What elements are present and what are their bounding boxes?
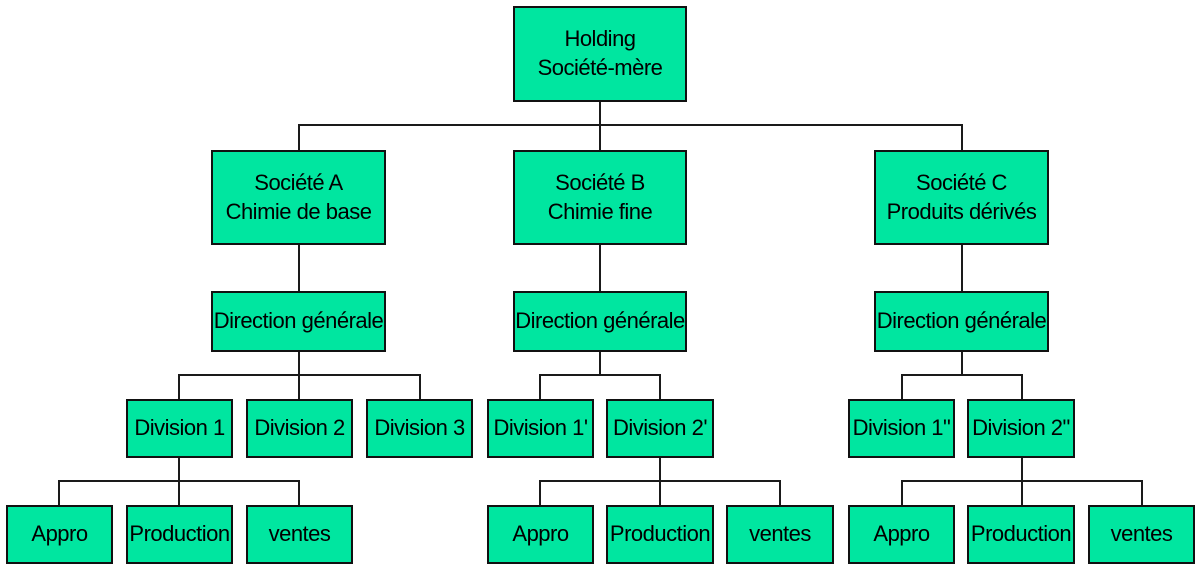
- connector: [58, 480, 60, 506]
- direction-c-box: Direction générale: [874, 291, 1049, 352]
- company-a-subtitle: Chimie de base: [225, 198, 372, 224]
- dept-b-ventes-box: ventes: [726, 505, 834, 564]
- connector: [298, 480, 300, 506]
- division-a2-box: Division 2: [246, 399, 353, 458]
- dept-c-ventes-box: ventes: [1088, 505, 1195, 564]
- dept-c-ventes-label: ventes: [1110, 521, 1173, 547]
- dept-a-appro-box: Appro: [6, 505, 113, 564]
- division-b1-box: Division 1': [487, 399, 594, 458]
- dept-b-production-label: Production: [609, 521, 711, 547]
- company-a-box: Société A Chimie de base: [211, 150, 386, 245]
- company-a-title: Société A: [254, 169, 343, 195]
- dept-a-ventes-box: ventes: [246, 505, 353, 564]
- division-a3-box: Division 3: [366, 399, 473, 458]
- connector: [599, 124, 601, 150]
- connector: [659, 374, 661, 400]
- connector: [419, 374, 421, 400]
- dept-b-production-box: Production: [606, 505, 714, 564]
- division-a3-label: Division 3: [374, 415, 465, 441]
- holding-title: Holding: [564, 26, 636, 52]
- company-b-title: Société B: [555, 169, 645, 195]
- division-c2-label: Division 2": [972, 415, 1070, 441]
- connector: [961, 351, 963, 375]
- connector: [779, 480, 781, 506]
- division-c1-box: Division 1": [848, 399, 955, 458]
- division-b1-label: Division 1': [493, 415, 588, 441]
- dept-b-ventes-label: ventes: [749, 521, 811, 547]
- connector: [901, 374, 903, 400]
- direction-a-label: Direction générale: [213, 308, 384, 334]
- company-b-subtitle: Chimie fine: [547, 198, 653, 224]
- company-c-box: Société C Produits dérivés: [874, 150, 1049, 245]
- connector: [539, 374, 661, 376]
- direction-b-label: Direction générale: [515, 308, 685, 334]
- connector: [298, 124, 962, 126]
- dept-a-production-label: Production: [129, 521, 230, 547]
- connector: [659, 480, 661, 506]
- company-c-title: Société C: [916, 169, 1007, 195]
- connector: [178, 374, 180, 400]
- division-b2-label: Division 2': [612, 415, 708, 441]
- division-c1-label: Division 1": [852, 415, 951, 441]
- dept-a-production-box: Production: [126, 505, 233, 564]
- connector: [298, 351, 300, 375]
- connector: [298, 374, 300, 400]
- connector: [599, 244, 601, 292]
- dept-b-appro-label: Appro: [512, 521, 569, 547]
- connector: [1021, 480, 1023, 506]
- connector: [901, 374, 1023, 376]
- dept-c-appro-box: Appro: [848, 505, 955, 564]
- direction-b-box: Direction générale: [513, 291, 687, 352]
- direction-c-label: Direction générale: [876, 308, 1047, 334]
- connector: [599, 101, 601, 125]
- division-a1-box: Division 1: [126, 399, 233, 458]
- dept-a-ventes-label: ventes: [268, 521, 331, 547]
- company-b-box: Société B Chimie fine: [513, 150, 687, 245]
- division-a1-label: Division 1: [134, 415, 225, 441]
- division-b2-box: Division 2': [606, 399, 714, 458]
- dept-b-appro-box: Appro: [487, 505, 594, 564]
- division-a2-label: Division 2: [254, 415, 345, 441]
- connector: [178, 480, 180, 506]
- dept-c-production-label: Production: [970, 521, 1072, 547]
- connector: [659, 457, 661, 481]
- direction-a-box: Direction générale: [211, 291, 386, 352]
- connector: [298, 244, 300, 292]
- dept-a-appro-label: Appro: [31, 521, 88, 547]
- connector: [961, 124, 963, 150]
- holding-subtitle: Société-mère: [537, 55, 663, 80]
- connector: [961, 244, 963, 292]
- connector: [1021, 374, 1023, 400]
- connector: [539, 374, 541, 400]
- connector: [539, 480, 541, 506]
- connector: [1141, 480, 1143, 506]
- company-c-subtitle: Produits dérivés: [886, 198, 1037, 224]
- connector: [178, 457, 180, 481]
- connector: [1021, 457, 1023, 481]
- division-c2-box: Division 2": [967, 399, 1075, 458]
- connector: [901, 480, 903, 506]
- dept-c-appro-label: Appro: [873, 521, 930, 547]
- connector: [599, 351, 601, 375]
- dept-c-production-box: Production: [967, 505, 1075, 564]
- holding-box: Holding Société-mère: [513, 6, 687, 102]
- connector: [298, 124, 300, 150]
